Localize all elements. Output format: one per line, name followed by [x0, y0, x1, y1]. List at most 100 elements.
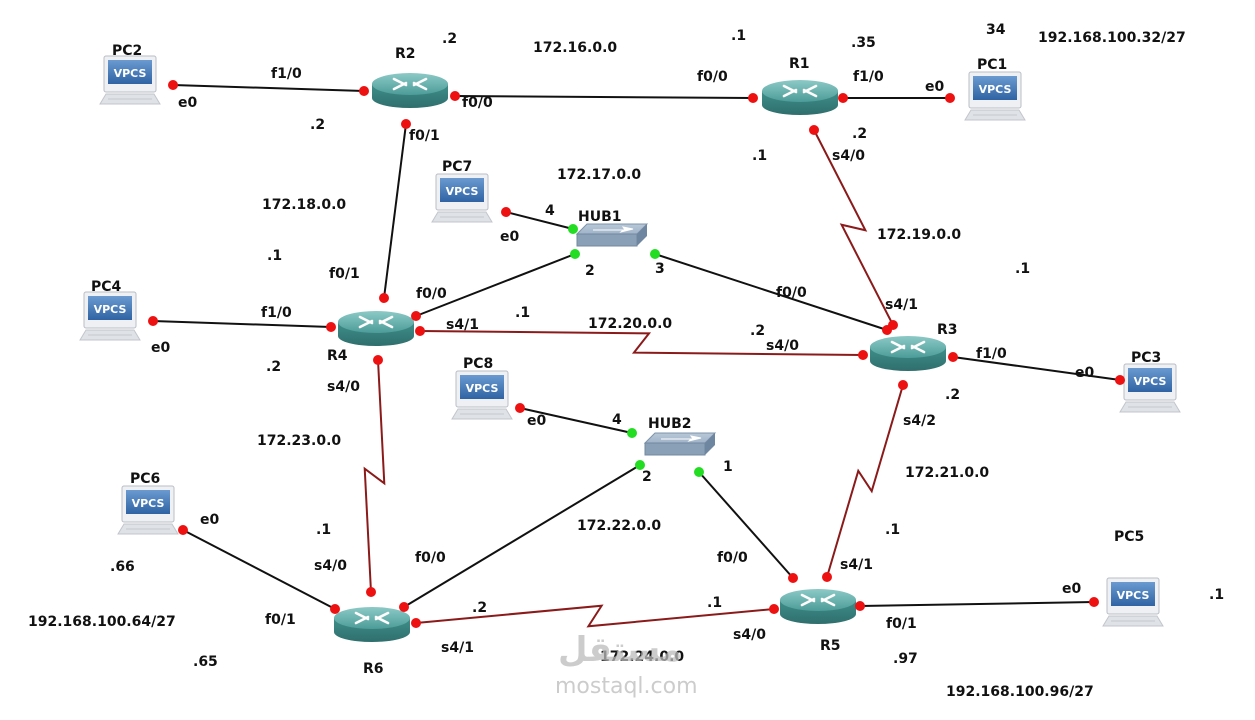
- port-r6-s4-1[interactable]: [411, 618, 421, 628]
- port-r1-f1-0[interactable]: [838, 93, 848, 103]
- router-r2[interactable]: [372, 73, 448, 108]
- link-r1-r3[interactable]: [813, 129, 894, 326]
- port-pc5-e0[interactable]: [1089, 597, 1099, 607]
- link-r6-hub2[interactable]: [403, 464, 641, 608]
- link-pc7-hub1[interactable]: [505, 211, 574, 230]
- port-r5-f0-1[interactable]: [855, 601, 865, 611]
- port-r4-s4-1[interactable]: [415, 326, 425, 336]
- link-r3-pc3[interactable]: [952, 356, 1121, 381]
- link-pc6-r6[interactable]: [182, 529, 336, 610]
- router-name-R5: R5: [820, 638, 841, 654]
- port-hub1-4[interactable]: [568, 224, 578, 234]
- router-r1[interactable]: [762, 80, 838, 115]
- router-r4[interactable]: [338, 311, 414, 346]
- port-pc2-e0[interactable]: [168, 80, 178, 90]
- if-label-r3-f0-0: f0/0: [776, 285, 807, 301]
- addr-r2-f0-1: .2: [310, 117, 326, 133]
- port-r3-s4-2[interactable]: [898, 380, 908, 390]
- addr-pc5: .1: [1209, 587, 1225, 603]
- addr-r3-s4-0: .2: [750, 323, 766, 339]
- network-label-172-20: 172.20.0.0: [588, 316, 673, 332]
- router-r5[interactable]: [780, 589, 856, 624]
- hub-hub1[interactable]: [575, 223, 649, 247]
- port-r2-f0-0[interactable]: [450, 91, 460, 101]
- addr-r1-s4-0: .2: [852, 126, 868, 142]
- addr-r1-f0-0: .1: [731, 28, 747, 44]
- ports-layer: [148, 80, 1125, 628]
- port-r3-s4-0[interactable]: [858, 350, 868, 360]
- if-label-r2-f0-1: f0/1: [409, 128, 440, 144]
- network-label-172-23: 172.23.0.0: [257, 433, 342, 449]
- port-pc3-e0[interactable]: [1115, 375, 1125, 385]
- hub-hub2[interactable]: [643, 432, 717, 456]
- port-r3-f1-0[interactable]: [948, 352, 958, 362]
- pc-pc1[interactable]: VPCS: [964, 71, 1026, 121]
- link-hub2-r5[interactable]: [698, 471, 794, 579]
- router-arrows-icon: [782, 84, 818, 98]
- if-label-r2-f0-0: f0/0: [462, 95, 493, 111]
- port-r4-f1-0[interactable]: [326, 322, 336, 332]
- network-label-172-21: 172.21.0.0: [905, 465, 990, 481]
- pc-pc6[interactable]: VPCS: [117, 485, 179, 535]
- link-r4-r3[interactable]: [419, 330, 864, 356]
- router-name-R6: R6: [363, 661, 384, 677]
- link-pc4-r4[interactable]: [152, 320, 332, 328]
- if-label-r4-f0-1: f0/1: [329, 266, 360, 282]
- network-label-172-24: 172.24.0.0: [600, 649, 685, 665]
- if-label-hub1-p4: 4: [545, 203, 555, 219]
- link-r2-r4[interactable]: [383, 123, 407, 299]
- router-r3[interactable]: [870, 336, 946, 371]
- port-pc8-e0[interactable]: [515, 403, 525, 413]
- pc-pc2[interactable]: VPCS: [99, 55, 161, 105]
- port-hub1-3[interactable]: [650, 249, 660, 259]
- port-r1-s4-0[interactable]: [809, 125, 819, 135]
- link-pc8-hub2[interactable]: [519, 407, 633, 434]
- port-hub2-2[interactable]: [635, 460, 645, 470]
- port-r6-s4-0[interactable]: [366, 587, 376, 597]
- link-r5-pc5[interactable]: [859, 601, 1095, 607]
- router-name-R4: R4: [327, 348, 348, 364]
- pc-pc3[interactable]: VPCS: [1119, 363, 1181, 413]
- if-label-r1-f0-0: f0/0: [697, 69, 728, 85]
- link-r3-r5[interactable]: [826, 384, 904, 578]
- if-label-hub2-p2: 2: [642, 469, 652, 485]
- link-r4-r6[interactable]: [363, 359, 386, 593]
- router-r6[interactable]: [334, 607, 410, 642]
- if-label-r5-f0-1: f0/1: [886, 616, 917, 632]
- pc-pc7[interactable]: VPCS: [431, 173, 493, 223]
- port-r2-f1-0[interactable]: [359, 86, 369, 96]
- link-hub1-r3[interactable]: [654, 253, 888, 331]
- port-pc7-e0[interactable]: [501, 207, 511, 217]
- pc-pc5[interactable]: VPCS: [1102, 577, 1164, 627]
- addr-r4-s4-0: .2: [266, 359, 282, 375]
- if-label-pc6-e0: e0: [200, 512, 220, 528]
- port-r1-f0-0[interactable]: [748, 93, 758, 103]
- port-r2-f0-1[interactable]: [401, 119, 411, 129]
- port-pc1-e0[interactable]: [945, 93, 955, 103]
- pc-pc4[interactable]: VPCS: [79, 291, 141, 341]
- port-r5-s4-1[interactable]: [822, 572, 832, 582]
- if-label-r6-f0-0: f0/0: [415, 550, 446, 566]
- link-r4-hub1[interactable]: [415, 253, 576, 317]
- router-arrows-icon: [800, 593, 836, 607]
- port-r4-f0-0[interactable]: [411, 311, 421, 321]
- port-r4-s4-0[interactable]: [373, 355, 383, 365]
- port-r6-f0-0[interactable]: [399, 602, 409, 612]
- port-r3-f0-0[interactable]: [882, 325, 892, 335]
- port-hub2-4[interactable]: [627, 428, 637, 438]
- port-pc6-e0[interactable]: [178, 525, 188, 535]
- port-r6-f0-1[interactable]: [330, 604, 340, 614]
- network-label-172-22: 172.22.0.0: [577, 518, 662, 534]
- link-pc2-r2[interactable]: [172, 84, 365, 92]
- port-r5-f0-0[interactable]: [788, 573, 798, 583]
- port-r5-s4-0[interactable]: [769, 604, 779, 614]
- port-hub1-2[interactable]: [570, 249, 580, 259]
- addr-r1-f1-0: .35: [851, 35, 876, 51]
- pc-pc8[interactable]: VPCS: [451, 370, 513, 420]
- port-hub2-1[interactable]: [694, 467, 704, 477]
- port-r4-f0-1[interactable]: [379, 293, 389, 303]
- port-pc4-e0[interactable]: [148, 316, 158, 326]
- network-label-172-19: 172.19.0.0: [877, 227, 962, 243]
- link-r2-r1[interactable]: [454, 95, 754, 99]
- link-r6-r5[interactable]: [415, 604, 775, 628]
